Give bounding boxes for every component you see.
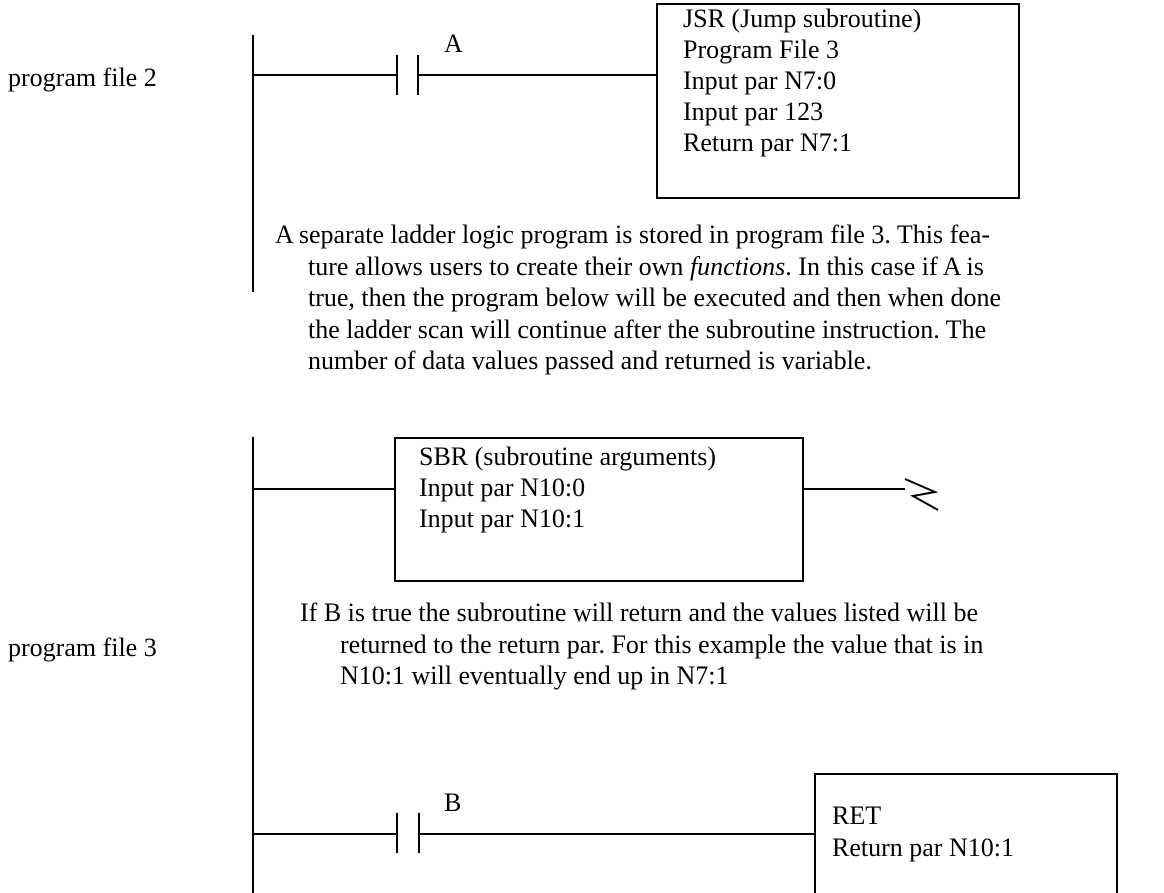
ret-box-return-par: Return par N10:1	[832, 833, 1014, 862]
program-file-3-label: program file 3	[8, 633, 157, 662]
sbr-box: SBR (subroutine arguments) Input par N10…	[419, 441, 716, 534]
jsr-box-program-file: Program File 3	[683, 35, 839, 64]
description-1-line-5: number of data values passed and returne…	[308, 346, 872, 375]
description-1-line-4: the ladder scan will continue after the …	[308, 314, 987, 344]
jsr-box: JSR (Jump subroutine) Program File 3 Inp…	[683, 3, 921, 158]
jsr-box-frame	[656, 3, 1020, 199]
jsr-box-return-par: Return par N7:1	[683, 128, 852, 157]
program-file-2-label: program file 2	[8, 63, 157, 92]
description-2-line-3: N10:1 will eventually end up in N7:1	[340, 661, 729, 690]
description-1-line-2: ture allows users to create their own fu…	[308, 251, 984, 281]
rung-continuation-squiggle	[904, 478, 939, 511]
ret-box-title: RET	[832, 801, 882, 830]
jsr-box-input-par-2: Input par 123	[683, 97, 824, 126]
ret-box: RET Return par N10:1	[832, 800, 1014, 864]
contact-b-label: B	[444, 788, 462, 817]
description-paragraph-2: If B is true the subroutine will return …	[300, 597, 983, 692]
sbr-box-input-par-1: Input par N10:0	[419, 473, 586, 502]
jsr-box-input-par-1: Input par N7:0	[683, 66, 837, 95]
contact-a-label: A	[444, 29, 463, 58]
jsr-box-title: JSR (Jump subroutine)	[683, 4, 922, 33]
functions-emphasis: functions	[689, 251, 786, 281]
description-paragraph-1: A separate ladder logic program is store…	[275, 219, 1001, 377]
description-1-line-1: A separate ladder logic program is store…	[275, 220, 991, 249]
description-2-line-2: returned to the return par. For this exa…	[340, 629, 984, 659]
sbr-box-input-par-2: Input par N10:1	[419, 504, 586, 533]
ret-box-frame	[814, 773, 1118, 893]
description-1-line-3: true, then the program below will be exe…	[308, 283, 1002, 312]
description-2-line-1: If B is true the subroutine will return …	[300, 598, 979, 627]
sbr-box-frame	[394, 437, 804, 582]
sbr-box-title: SBR (subroutine arguments)	[419, 442, 717, 471]
